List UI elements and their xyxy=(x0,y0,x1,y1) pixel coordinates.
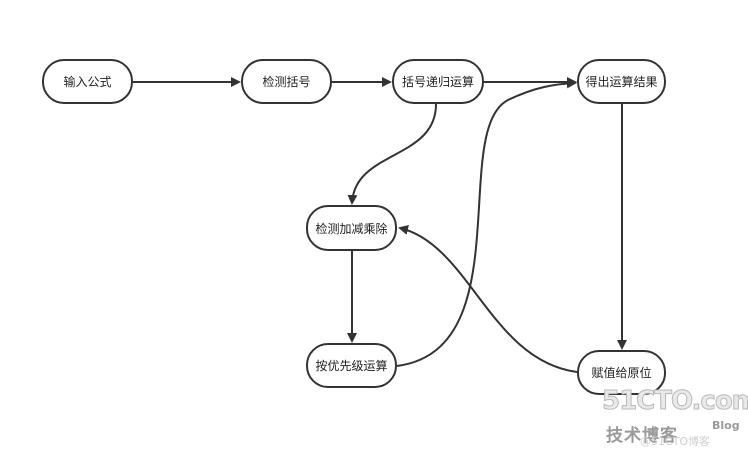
node-label: 检测加减乘除 xyxy=(315,221,388,236)
node-priority-operation: 按优先级运算 xyxy=(306,343,397,388)
node-bracket-recursion: 括号递归运算 xyxy=(392,59,484,104)
node-label: 赋值给原位 xyxy=(591,366,652,380)
watermark-site: 51CTO.com xyxy=(602,386,748,417)
node-check-brackets: 检测括号 xyxy=(241,59,332,104)
node-label: 括号递归运算 xyxy=(401,75,474,89)
watermark-handle: @51CTO博客 xyxy=(640,435,711,448)
watermark-blog: Blog xyxy=(712,419,740,432)
edge-priority-to-result xyxy=(396,78,577,367)
node-get-result: 得出运算结果 xyxy=(577,59,666,104)
node-label: 输入公式 xyxy=(63,75,112,89)
node-label: 得出运算结果 xyxy=(585,75,658,89)
edge-recursion-to-arith xyxy=(347,103,437,205)
edge-assign-to-arith xyxy=(398,225,578,373)
node-check-arithmetic: 检测加减乘除 xyxy=(306,205,397,251)
watermark: 51CTO.com 技术博客 Blog @51CTO博客 xyxy=(602,386,748,456)
watermark-subtitle: 技术博客 xyxy=(606,426,678,446)
node-label: 按优先级运算 xyxy=(315,359,388,373)
node-assign-back: 赋值给原位 xyxy=(577,350,666,395)
node-input-formula: 输入公式 xyxy=(42,59,133,104)
node-label: 检测括号 xyxy=(262,75,311,89)
